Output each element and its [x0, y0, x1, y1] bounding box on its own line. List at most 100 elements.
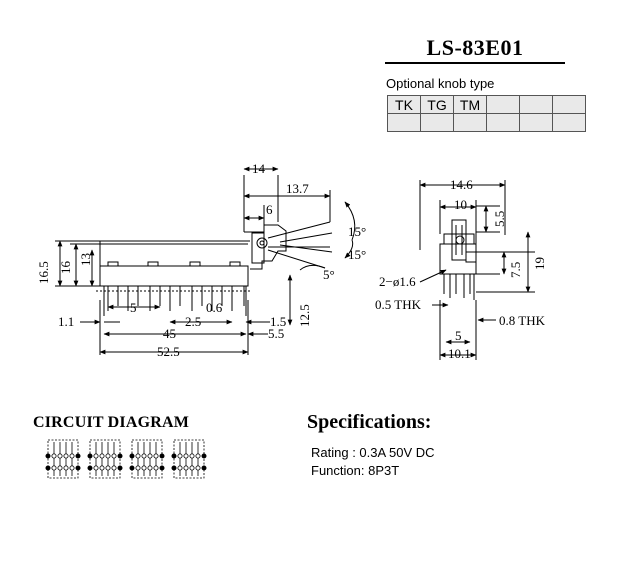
contact-dot [63, 465, 69, 471]
contact-dot [135, 465, 141, 471]
side-view-drawing [55, 166, 356, 355]
dim-label: 6 [266, 202, 273, 217]
contact-dot [45, 453, 51, 459]
knob-image-row [387, 113, 586, 132]
knob-type-caption: Optional knob type [386, 76, 495, 91]
dim-label: 10.1 [448, 346, 471, 361]
contact-dot [159, 465, 165, 471]
dim-label: 14.6 [450, 177, 473, 192]
contact-dot [75, 465, 81, 471]
knob-image-cell [552, 113, 586, 132]
dim-label: 14 [252, 161, 266, 176]
contact-dot [105, 465, 111, 471]
contact-dot [93, 453, 99, 459]
contact-dot [195, 453, 201, 459]
contact-dot [147, 465, 153, 471]
dim-label: 19 [532, 257, 547, 270]
circuit-group [45, 439, 81, 479]
end-view-dimensions: 14.6 10 5.5 7.5 19 2−ø1.6 0.5 THK 5 0.8 … [375, 177, 547, 361]
contact-dot [111, 465, 117, 471]
contact-dot [87, 465, 93, 471]
circuit-group [171, 439, 207, 479]
contact-dot [63, 453, 69, 459]
contact-dot [159, 453, 165, 459]
contact-dot [129, 453, 135, 459]
dim-label: 16.5 [36, 261, 51, 284]
circuit-diagram-title: CIRCUIT DIAGRAM [33, 414, 190, 431]
dim-label: 5 [455, 328, 462, 343]
contact-dot [117, 453, 123, 459]
contact-dot [201, 465, 207, 471]
dim-label: 10 [454, 197, 467, 212]
contact-dot [75, 453, 81, 459]
contact-dot [105, 453, 111, 459]
contact-dot [141, 465, 147, 471]
contact-dot [189, 465, 195, 471]
dim-label: 7.5 [508, 262, 523, 278]
dim-label: 13 [78, 253, 93, 266]
dim-label: 0.5 THK [375, 297, 422, 312]
contact-dot [177, 453, 183, 459]
side-view-dimensions: 14 13.7 6 15° 15° 5° 16.5 16 13 5 0.6 1.… [36, 161, 366, 359]
knob-type-cell [519, 95, 553, 114]
dim-label: 15° [348, 224, 366, 239]
specifications-title: Specifications: [307, 411, 432, 433]
dim-label: 13.7 [286, 181, 309, 196]
contact-dot [153, 465, 159, 471]
knob-image-cell [519, 113, 553, 132]
contact-dot [99, 465, 105, 471]
dim-label: 2.5 [185, 314, 201, 329]
contact-dot [57, 465, 63, 471]
dim-label: 1.1 [58, 314, 74, 329]
circuit-group [129, 439, 165, 479]
spec-function: Function: 8P3T [311, 463, 400, 478]
contact-dot [51, 453, 57, 459]
contact-dot [141, 453, 147, 459]
contact-dot [183, 465, 189, 471]
contact-dot [69, 453, 75, 459]
dim-label: 5.5 [492, 211, 507, 227]
contact-dot [129, 465, 135, 471]
contact-dot [111, 453, 117, 459]
circuit-group [87, 439, 123, 479]
contact-dot [135, 453, 141, 459]
contact-dot [99, 453, 105, 459]
contact-dot [183, 453, 189, 459]
end-view-drawing [419, 180, 535, 360]
dim-label: 12.5 [297, 304, 312, 327]
dim-label: 15° [348, 247, 366, 262]
contact-dot [177, 465, 183, 471]
contact-dot [147, 453, 153, 459]
dim-label: 45 [163, 326, 176, 341]
knob-image-cell [387, 113, 421, 132]
contact-dot [69, 465, 75, 471]
dim-label: 5 [130, 300, 137, 315]
contact-dot [117, 465, 123, 471]
dim-label: 1.5 [270, 314, 286, 329]
knob-type-cell [552, 95, 586, 114]
contact-dot [45, 465, 51, 471]
knob-type-table: TK TG TM [387, 95, 586, 132]
contact-dot [51, 465, 57, 471]
dim-label: 5° [323, 267, 335, 282]
dim-label: 0.8 THK [499, 313, 546, 328]
contact-dot [171, 453, 177, 459]
title-underline [385, 62, 565, 64]
dim-label: 0.6 [206, 300, 223, 315]
contact-dot [171, 465, 177, 471]
contact-dot [201, 453, 207, 459]
dim-label: 16 [58, 261, 73, 275]
contact-dot [57, 453, 63, 459]
part-number-title: LS-83E01 [426, 35, 524, 60]
circuit-diagram [45, 439, 207, 479]
knob-image-cell [486, 113, 520, 132]
contact-dot [87, 453, 93, 459]
dim-label: 52.5 [157, 344, 180, 359]
dim-label: 5.5 [268, 326, 284, 341]
knob-type-cell: TK [387, 95, 421, 114]
contact-dot [153, 453, 159, 459]
contact-dot [189, 453, 195, 459]
dim-label: 2−ø1.6 [379, 274, 416, 289]
spec-rating: Rating : 0.3A 50V DC [311, 445, 435, 460]
